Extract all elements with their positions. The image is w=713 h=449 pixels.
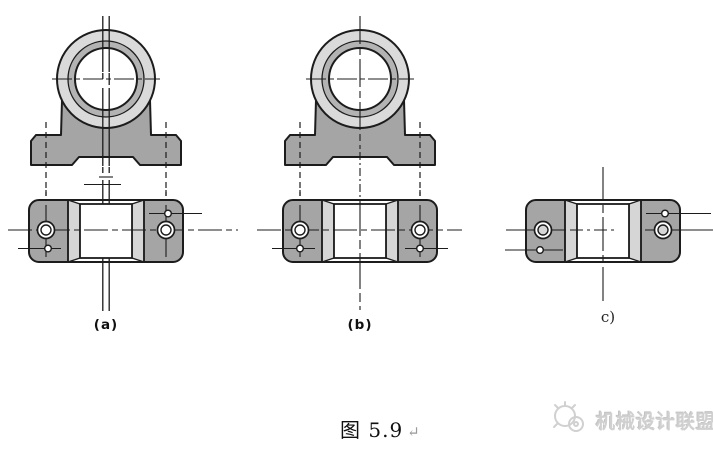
bolt-hole xyxy=(653,220,673,240)
view-b-top xyxy=(257,190,462,310)
bolt-hole xyxy=(290,220,310,240)
bolt-hole xyxy=(410,220,430,240)
view-c-top xyxy=(505,167,713,301)
small-hole xyxy=(296,244,304,253)
bolt-hole xyxy=(533,220,553,240)
view-label-a: (a) xyxy=(93,317,119,333)
view-b-front xyxy=(284,16,436,197)
figure-caption-text: 图 5.9 xyxy=(340,418,404,442)
view-a xyxy=(8,16,238,311)
small-hole xyxy=(416,244,424,253)
bolt-hole xyxy=(36,220,56,240)
small-hole xyxy=(44,244,52,253)
gear-sketch-icon xyxy=(553,401,584,432)
paragraph-return-mark-icon: ↵ xyxy=(407,423,421,441)
view-a-front xyxy=(30,16,182,311)
small-hole xyxy=(536,245,544,255)
figure-caption: 图 5.9↵ xyxy=(340,414,421,443)
view-label-c: c) xyxy=(600,308,616,326)
view-a-top xyxy=(8,190,238,263)
watermark-text: 机械设计联盟 xyxy=(596,410,713,433)
view-c xyxy=(505,167,713,301)
bolt-hole xyxy=(156,220,176,240)
view-b xyxy=(257,16,462,310)
watermark: 机械设计联盟 xyxy=(549,401,713,439)
view-label-b: (b) xyxy=(347,317,373,333)
small-hole xyxy=(661,209,669,218)
small-hole xyxy=(163,209,173,218)
